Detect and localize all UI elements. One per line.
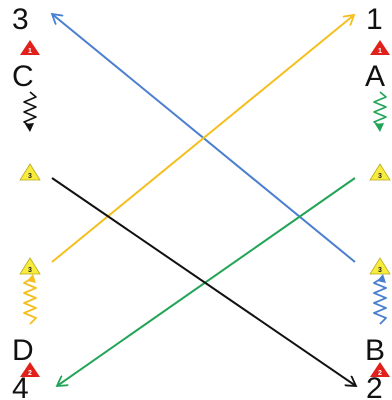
right-spring-arrow-icon (377, 274, 386, 283)
left-bottom-badge-number: 2 (28, 370, 32, 377)
left-top-badge: 1 (20, 40, 40, 55)
left-letter-bottom: D (12, 334, 34, 367)
right-letter-bottom: B (365, 334, 385, 367)
red-triangle-icon (370, 362, 390, 377)
right-letter-top: A (365, 60, 385, 93)
right-top-badge: 1 (370, 40, 390, 55)
left-spring-icon-yellow (23, 277, 37, 325)
right-top-badge-number: 1 (378, 48, 382, 55)
left-upper-badge: 3 (19, 163, 41, 181)
yellow-triangle-icon (19, 163, 41, 181)
red-triangle-icon (20, 40, 40, 55)
connection-line-green (57, 177, 356, 386)
left-spring-icon-black (23, 91, 37, 127)
left-top-badge-number: 1 (28, 48, 32, 55)
red-triangle-icon (370, 40, 390, 55)
connection-line-yellow (51, 15, 354, 263)
yellow-triangle-icon (369, 257, 391, 275)
right-spring-icon-blue (373, 277, 387, 325)
right-bottom-number: 2 (366, 372, 383, 400)
red-triangle-icon (20, 362, 40, 377)
connection-line-black (51, 177, 356, 386)
right-spring-arrow-icon (375, 123, 384, 132)
right-lower-badge-number: 3 (378, 267, 382, 274)
left-lower-badge-number: 3 (28, 267, 32, 274)
left-bottom-number: 4 (12, 372, 29, 400)
left-bottom-badge: 2 (20, 362, 40, 377)
left-letter-top: C (12, 60, 34, 93)
right-bottom-badge-number: 2 (378, 370, 382, 377)
yellow-triangle-icon (369, 163, 391, 181)
right-top-number: 1 (366, 3, 383, 36)
left-lower-badge: 3 (19, 257, 41, 275)
left-top-number: 3 (12, 3, 29, 36)
right-bottom-badge: 2 (370, 362, 390, 377)
right-spring-icon-green (373, 91, 387, 127)
left-upper-badge-number: 3 (28, 173, 32, 180)
right-lower-badge: 3 (369, 257, 391, 275)
right-upper-badge-number: 3 (378, 173, 382, 180)
left-spring-arrow-icon (25, 123, 34, 132)
left-spring-arrow-icon (27, 274, 36, 283)
right-upper-badge: 3 (369, 163, 391, 181)
yellow-triangle-icon (19, 257, 41, 275)
